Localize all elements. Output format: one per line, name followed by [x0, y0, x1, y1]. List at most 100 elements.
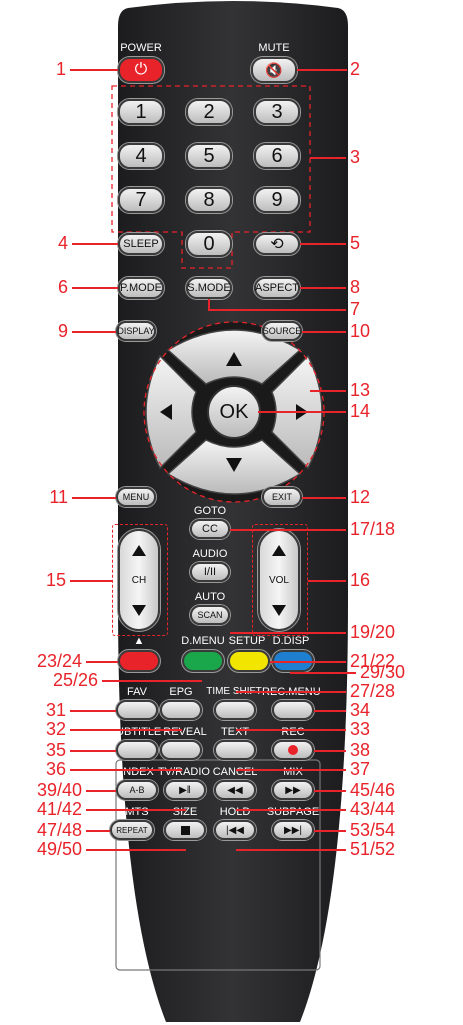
display-button[interactable]: DISPLAY — [116, 321, 156, 341]
callout-38: 38 — [350, 740, 371, 760]
mute-icon: 🔇 — [265, 61, 283, 78]
leader-4 — [72, 243, 118, 245]
key-7[interactable]: 7 — [118, 187, 164, 213]
repeat-button[interactable]: REPEAT — [110, 820, 154, 840]
smode-button[interactable]: S.MODE — [186, 277, 232, 299]
text-button[interactable] — [214, 740, 256, 760]
key-3[interactable]: 3 — [254, 99, 300, 125]
source-button[interactable]: SOURCE — [262, 321, 302, 341]
aspect-button[interactable]: ASPECT — [254, 277, 300, 299]
leader-7 — [208, 309, 346, 311]
leader-21 — [270, 661, 346, 663]
leader-6 — [72, 287, 118, 289]
leader-16 — [308, 580, 346, 582]
callout-37: 37 — [350, 759, 371, 779]
callout-47-48: 47/48 — [36, 820, 82, 840]
play-pause-button[interactable]: ▶‖ — [164, 780, 206, 800]
vol-rocker[interactable]: VOL — [258, 529, 300, 631]
mute-button[interactable]: 🔇 — [251, 57, 297, 83]
rewind-button[interactable]: ◀◀ — [214, 780, 256, 800]
label-tv-radio: TV/RADIO — [158, 766, 210, 778]
leader-41 — [86, 809, 186, 811]
next-button[interactable]: ▶▶| — [272, 820, 314, 840]
leader-9 — [72, 331, 116, 333]
label-rec: REC — [281, 726, 305, 738]
subtitle-button[interactable] — [116, 740, 158, 760]
leader-32 — [70, 729, 182, 731]
previous-button[interactable]: |◀◀ — [214, 820, 256, 840]
exit-button[interactable]: EXIT — [262, 487, 302, 507]
callout-53-54: 53/54 — [350, 820, 396, 840]
callout-9: 9 — [57, 321, 68, 341]
fast-forward-button[interactable]: ▶▶ — [272, 780, 314, 800]
key-2[interactable]: 2 — [186, 99, 232, 125]
label-time-shift: TIME SHIFT — [206, 686, 262, 697]
ch-rocker[interactable]: CH — [118, 529, 160, 631]
yellow-key[interactable] — [228, 650, 270, 672]
leader-12 — [302, 497, 346, 499]
stop-button[interactable] — [164, 820, 206, 840]
callout-8: 8 — [350, 277, 361, 297]
callout-3: 3 — [350, 147, 361, 167]
label-fav: FAV — [127, 686, 147, 698]
leader-29 — [290, 672, 356, 674]
callout-35: 35 — [45, 740, 66, 760]
key-4[interactable]: 4 — [118, 143, 164, 169]
leader-19 — [230, 632, 346, 634]
menu-button[interactable]: MENU — [116, 487, 156, 507]
arrow-up-icon — [226, 352, 242, 366]
label-index: INDEX — [120, 766, 154, 778]
recall-button[interactable]: ⟲ — [254, 233, 300, 255]
leader-25 — [102, 680, 202, 682]
ch-rocker-dashed-box — [112, 524, 168, 636]
time-shift-button[interactable] — [214, 700, 256, 720]
remote-body — [118, 1, 348, 1022]
callout-51-52: 51/52 — [350, 839, 396, 859]
key-9[interactable]: 9 — [254, 187, 300, 213]
leader-11 — [72, 497, 116, 499]
leader-37 — [236, 769, 346, 771]
cc-button[interactable]: CC — [190, 519, 230, 539]
callout-2: 2 — [350, 59, 361, 79]
callout-29-30: 29/30 — [360, 662, 406, 682]
callout-19-20: 19/20 — [350, 622, 396, 642]
fav-button[interactable] — [116, 700, 158, 720]
leader-2 — [297, 69, 347, 71]
leader-45 — [314, 790, 346, 792]
key-1[interactable]: 1 — [118, 99, 164, 125]
sleep-button[interactable]: SLEEP — [118, 233, 164, 255]
red-key[interactable] — [118, 650, 160, 672]
green-key[interactable] — [182, 650, 224, 672]
leader-27 — [236, 691, 346, 693]
rec-menu-button[interactable] — [272, 700, 314, 720]
callout-13: 13 — [350, 380, 371, 400]
key-6[interactable]: 6 — [254, 143, 300, 169]
callout-15: 15 — [45, 570, 66, 590]
key-0[interactable]: 0 — [186, 231, 232, 257]
ok-button[interactable]: OK — [219, 401, 249, 423]
power-button[interactable]: ⏻ — [118, 57, 164, 83]
epg-button[interactable] — [160, 700, 202, 720]
ch-label: CH — [131, 575, 147, 586]
scan-button[interactable]: SCAN — [190, 605, 230, 625]
previous-icon: |◀◀ — [226, 824, 244, 836]
leader-7-v — [208, 299, 210, 311]
callout-33: 33 — [350, 719, 371, 739]
ab-button[interactable]: A-B — [116, 780, 158, 800]
callout-4: 4 — [57, 233, 68, 253]
pmode-button[interactable]: P.MODE — [118, 277, 164, 299]
vol-down-icon — [272, 605, 286, 616]
key-8[interactable]: 8 — [186, 187, 232, 213]
leader-53 — [314, 830, 346, 832]
rec-button[interactable] — [272, 740, 314, 760]
callout-17-18: 17/18 — [350, 519, 396, 539]
label-text: TEXT — [220, 726, 250, 738]
audio-button[interactable]: I/II — [190, 562, 230, 582]
power-icon: ⏻ — [134, 61, 148, 78]
leader-14 — [258, 411, 346, 413]
key-5[interactable]: 5 — [186, 143, 232, 169]
reveal-button[interactable] — [160, 740, 202, 760]
callout-16: 16 — [350, 570, 371, 590]
leader-1 — [70, 69, 118, 71]
